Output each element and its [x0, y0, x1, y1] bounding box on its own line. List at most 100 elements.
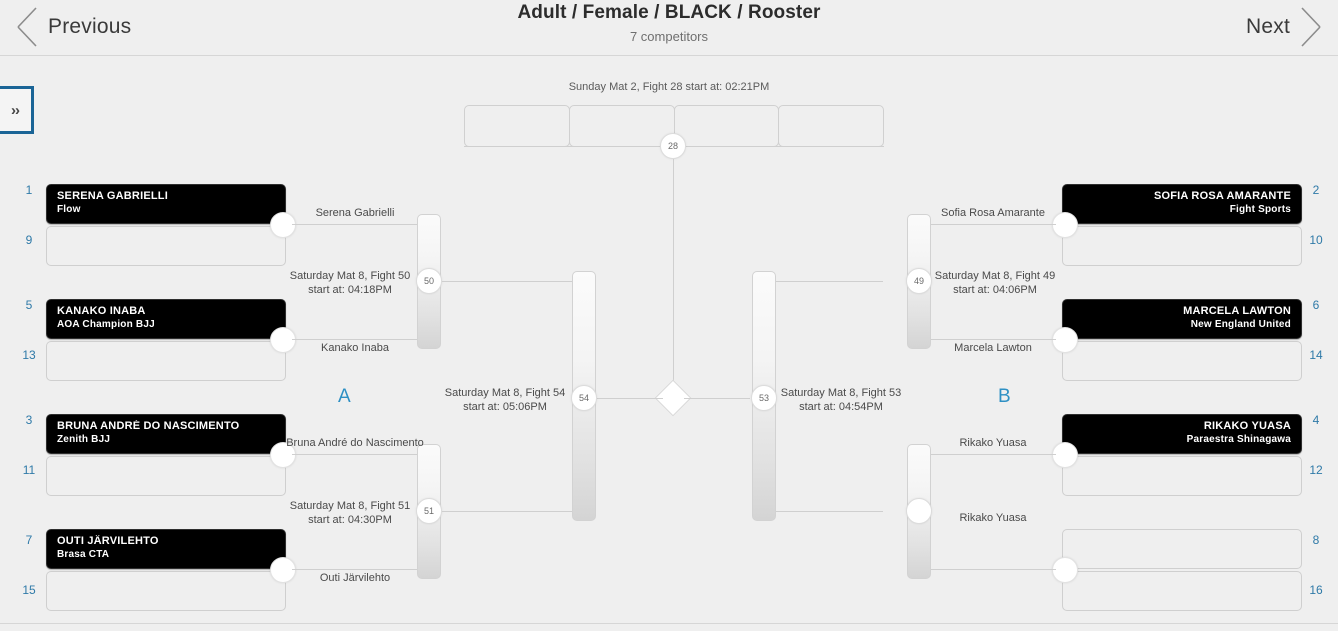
- seed-left-4: 13: [22, 348, 36, 362]
- winner-label: Kanako Inaba: [321, 342, 389, 354]
- final-slot-right[interactable]: [674, 105, 779, 147]
- competitor-slot[interactable]: SOFIA ROSA AMARANTE Fight Sports: [1062, 184, 1302, 224]
- competitor-slot[interactable]: [1062, 529, 1302, 569]
- page-header: Previous Adult / Female / BLACK / Rooste…: [0, 0, 1338, 55]
- match-fight-circle[interactable]: 50: [416, 268, 442, 294]
- winner-label: Outi Järvilehto: [319, 572, 391, 584]
- competitor-name: MARCELA LAWTON: [1183, 305, 1291, 317]
- previous-button[interactable]: Previous: [14, 6, 131, 48]
- junction-circle[interactable]: [270, 442, 296, 468]
- winner-label: Serena Gabrielli: [315, 207, 395, 219]
- competitor-slot[interactable]: BRUNA ANDRÉ DO NASCIMENTO Zenith BJJ: [46, 414, 286, 454]
- semifinal-info-line2: start at: 04:54PM: [799, 401, 883, 413]
- expand-sidebar-button[interactable]: ››: [0, 86, 34, 134]
- semifinal-fight-number: 54: [578, 393, 589, 403]
- semifinal-line-top: [442, 281, 573, 282]
- chevron-left-icon: [17, 7, 37, 47]
- group-label-right: B: [998, 386, 1011, 407]
- semifinal-fight-number: 53: [758, 393, 769, 403]
- junction-circle[interactable]: [1052, 327, 1078, 353]
- junction-circle[interactable]: [1052, 212, 1078, 238]
- final-slot-left[interactable]: [464, 105, 570, 147]
- diamond-link-right: [684, 398, 750, 399]
- competitor-name: OUTI JÄRVILEHTO: [57, 535, 159, 547]
- header-divider: [0, 55, 1338, 56]
- seed-right-3: 6: [1312, 298, 1320, 312]
- semifinal-info: Saturday Mat 8, Fight 53 start at: 04:54…: [776, 386, 906, 414]
- competitor-slot[interactable]: OUTI JÄRVILEHTO Brasa CTA: [46, 529, 286, 569]
- diamond-link-left: [597, 398, 663, 399]
- match-info-line1: Saturday Mat 8, Fight 50: [289, 270, 411, 282]
- final-fight-number: 28: [667, 141, 678, 151]
- competitor-slot[interactable]: [1062, 456, 1302, 496]
- double-chevron-right-icon: ››: [11, 101, 20, 119]
- competitor-slot[interactable]: [1062, 226, 1302, 266]
- match-fight-circle[interactable]: 49: [906, 268, 932, 294]
- match-line-top: [292, 454, 418, 455]
- final-slot-right-2[interactable]: [778, 105, 884, 147]
- competitor-name: SOFIA ROSA AMARANTE: [1153, 190, 1291, 202]
- match-line-bottom: [930, 569, 1056, 570]
- competitor-slot[interactable]: MARCELA LAWTON New England United: [1062, 299, 1302, 339]
- competitor-slot[interactable]: [46, 571, 286, 611]
- previous-label: Previous: [48, 15, 132, 38]
- competitor-slot[interactable]: [1062, 341, 1302, 381]
- seed-left-7: 7: [25, 533, 33, 547]
- match-info-line2: start at: 04:18PM: [308, 284, 392, 296]
- final-slot-left-2[interactable]: [569, 105, 675, 147]
- match-line-bottom: [292, 569, 418, 570]
- seed-left-6: 11: [22, 463, 36, 477]
- competitor-slot[interactable]: SERENA GABRIELLI Flow: [46, 184, 286, 224]
- competitor-team: Fight Sports: [1229, 204, 1291, 215]
- final-fight-info: Sunday Mat 2, Fight 28 start at: 02:21PM: [568, 81, 770, 93]
- seed-right-2: 10: [1309, 233, 1323, 247]
- competitor-team: Brasa CTA: [57, 549, 110, 560]
- title-block: Adult / Female / BLACK / Rooster 7 compe…: [0, 2, 1338, 44]
- match-info: Saturday Mat 8, Fight 50 start at: 04:18…: [280, 269, 420, 297]
- junction-circle[interactable]: [1052, 557, 1078, 583]
- competitor-count: 7 competitors: [629, 29, 709, 44]
- bracket-stage: Sunday Mat 2, Fight 28 start at: 02:21PM…: [0, 56, 1338, 623]
- competitor-name: KANAKO INABA: [57, 305, 146, 317]
- match-line-top: [292, 224, 418, 225]
- seed-left-5: 3: [25, 413, 33, 427]
- seed-right-7: 8: [1312, 533, 1320, 547]
- seed-left-3: 5: [25, 298, 33, 312]
- competitor-slot[interactable]: [46, 456, 286, 496]
- group-label-left: A: [338, 386, 351, 407]
- semifinal-info-line1: Saturday Mat 8, Fight 54: [444, 387, 566, 399]
- next-button[interactable]: Next: [1246, 6, 1324, 48]
- competitor-name: BRUNA ANDRÉ DO NASCIMENTO: [57, 420, 240, 432]
- semifinal-info-line2: start at: 05:06PM: [463, 401, 547, 413]
- competitor-team: Paraestra Shinagawa: [1186, 434, 1291, 445]
- next-label: Next: [1246, 15, 1290, 38]
- junction-circle[interactable]: [270, 327, 296, 353]
- seed-right-4: 14: [1309, 348, 1323, 362]
- seed-left-8: 15: [22, 583, 36, 597]
- seed-right-5: 4: [1312, 413, 1320, 427]
- competitor-slot[interactable]: RIKAKO YUASA Paraestra Shinagawa: [1062, 414, 1302, 454]
- competitor-slot[interactable]: KANAKO INABA AOA Champion BJJ: [46, 299, 286, 339]
- competitor-team: Flow: [57, 204, 81, 215]
- match-fight-circle[interactable]: [906, 498, 932, 524]
- semifinal-fight-circle[interactable]: 53: [751, 385, 777, 411]
- match-fight-circle[interactable]: 51: [416, 498, 442, 524]
- competitor-team: New England United: [1190, 319, 1291, 330]
- competitor-slot[interactable]: [1062, 571, 1302, 611]
- match-info-line2: start at: 04:30PM: [308, 514, 392, 526]
- match-fight-number: 50: [423, 276, 434, 286]
- competitor-team: AOA Champion BJJ: [57, 319, 155, 330]
- junction-circle[interactable]: [1052, 442, 1078, 468]
- junction-circle[interactable]: [270, 557, 296, 583]
- competitor-slot[interactable]: [46, 226, 286, 266]
- final-fight-circle[interactable]: 28: [660, 133, 686, 159]
- competitor-slot[interactable]: [46, 341, 286, 381]
- final-stem-line: [673, 159, 674, 389]
- match-info-line1: Saturday Mat 8, Fight 49: [934, 270, 1056, 282]
- junction-circle[interactable]: [270, 212, 296, 238]
- semifinal-info: Saturday Mat 8, Fight 54 start at: 05:06…: [440, 386, 570, 414]
- semifinal-info-line1: Saturday Mat 8, Fight 53: [780, 387, 902, 399]
- match-info-line2: start at: 04:06PM: [953, 284, 1037, 296]
- semifinal-fight-circle[interactable]: 54: [571, 385, 597, 411]
